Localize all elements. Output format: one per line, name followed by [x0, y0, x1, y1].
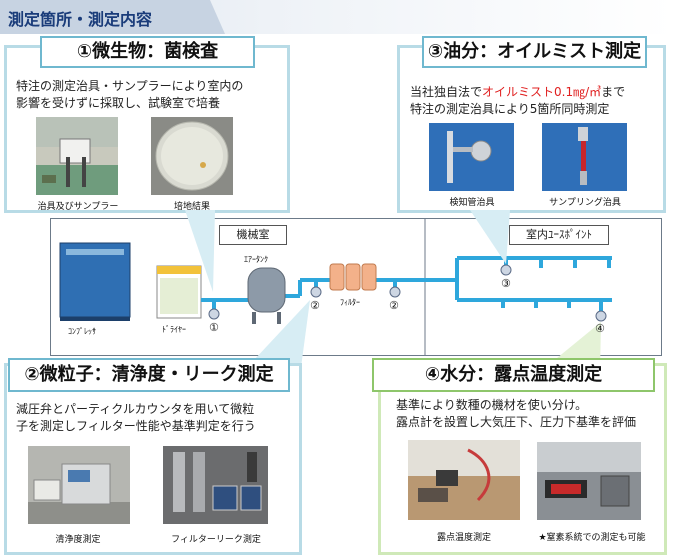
photo-detector-tube [429, 123, 514, 191]
panel-moisture-desc: 基準により数種の機材を使い分け。 露点計を設置し大気圧下、圧力下基準を評価 [396, 397, 636, 431]
compressor-label: ｺﾝﾌﾟﾚｯｻ [68, 327, 96, 336]
panel-oil-title: ③油分：オイルミスト測定 [422, 36, 647, 68]
panel-moisture-title: ④水分：露点温度測定 [372, 358, 655, 392]
filter-label: ﾌｨﾙﾀｰ [340, 298, 360, 307]
valve-icon [389, 286, 401, 298]
filter-icon [329, 263, 377, 291]
header-tab [0, 0, 225, 34]
compressor-icon [59, 242, 131, 321]
valve-icon [310, 286, 322, 298]
desc-text: 当社独自法で [410, 85, 483, 99]
photo-sampling-jig [542, 123, 627, 191]
dryer-label: ﾄﾞﾗｲﾔｰ [162, 325, 186, 334]
desc-line: 当社独自法でオイルミスト0.1㎎/㎥まで [410, 84, 625, 101]
point-2a-label: ② [310, 299, 320, 312]
callout-pointer [470, 210, 510, 264]
photo-nitrogen [537, 442, 641, 520]
point-3-label: ③ [501, 277, 511, 290]
air-tank-label: ｴｱｰﾀﾝｸ [244, 255, 268, 264]
air-tank-icon [247, 267, 286, 324]
photo-sampler [36, 117, 118, 195]
desc-line: 子を測定しフィルター性能や基準判定を行う [16, 419, 256, 433]
callout-pointer [240, 300, 310, 375]
photo-culture [151, 117, 233, 195]
desc-line: 露点計を設置し大気圧下、圧力下基準を評価 [396, 415, 637, 429]
panel-microbe-desc: 特注の測定治具・サンプラーにより室内の 影響を受けずに採取し、試験室で培養 [16, 78, 243, 112]
valve-icon [500, 264, 512, 276]
point-1-label: ① [209, 321, 219, 334]
caption-sampler: 治具及びサンプラー [37, 202, 119, 212]
desc-text: まで [601, 85, 626, 99]
photo-cleanliness [28, 446, 130, 524]
photo-filter-leak [163, 446, 268, 524]
machine-room-label: 機械室 [219, 225, 287, 245]
usepoint-room-label: 室内ﾕｰｽﾎﾟｲﾝﾄ [509, 225, 609, 245]
caption-culture: 培地結果 [173, 202, 210, 212]
pipe-lines [201, 256, 612, 312]
caption-dewpoint: 露点温度測定 [436, 533, 491, 543]
desc-line: 特注の測定治具により5箇所同時測定 [410, 102, 610, 116]
desc-highlight: オイルミスト0.1㎎/㎥ [482, 85, 602, 99]
desc-line: 特注の測定治具・サンプラーにより室内の [16, 79, 244, 93]
caption-filter-leak: フィルターリーク測定 [171, 535, 261, 545]
caption-cleanliness: 清浄度測定 [55, 535, 101, 545]
panel-microbe-title: ①微生物：菌検査 [40, 36, 255, 68]
panel-particle-title: ②微粒子：清浄度・リーク測定 [8, 358, 290, 392]
caption-nitrogen: ★窒素系統での測定も可能 [538, 533, 646, 543]
photo-dewpoint [408, 440, 520, 520]
valve-icon [595, 310, 607, 322]
caption-sampling-jig: サンプリング治具 [549, 198, 621, 208]
panel-oil-desc: 当社独自法でオイルミスト0.1㎎/㎥まで 特注の測定治具により5箇所同時測定 [410, 84, 625, 118]
point-4-label: ④ [595, 322, 605, 335]
desc-line: 影響を受けずに採取し、試験室で培養 [16, 96, 221, 110]
desc-line: 基準により数種の機材を使い分け。 [396, 398, 588, 412]
dryer-icon [156, 265, 202, 319]
valve-icon [208, 308, 220, 320]
page-title: 測定箇所・測定内容 [8, 10, 153, 29]
panel-particle-desc: 減圧弁とパーティクルカウンタを用いて微粒 子を測定しフィルター性能や基準判定を行… [16, 401, 256, 435]
valve-icons [208, 264, 607, 322]
desc-line: 減圧弁とパーティクルカウンタを用いて微粒 [16, 402, 255, 416]
caption-detector-tube: 検知管治具 [449, 198, 495, 208]
callout-pointer [185, 210, 215, 292]
point-2b-label: ② [389, 299, 399, 312]
